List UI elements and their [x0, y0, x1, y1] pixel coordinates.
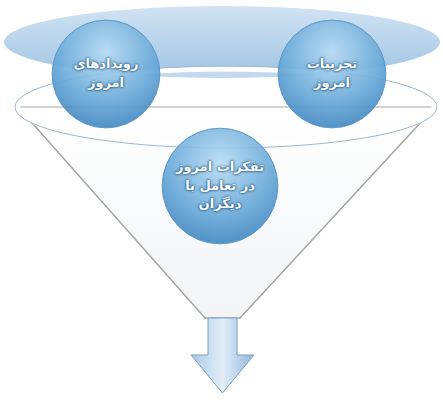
circle-node: تفکرات امروز در تعامل با دیگران	[161, 127, 279, 245]
node-text-group: تجربیات امروز	[287, 55, 377, 93]
node-label: رویدادهای امروز	[61, 55, 151, 93]
funnel-body	[18, 107, 435, 318]
circle-shape	[277, 19, 387, 129]
node-label: تجربیات امروز	[287, 55, 377, 93]
node-label: تفکرات امروز در تعامل با دیگران	[175, 158, 265, 215]
circle-node: تجربیات امروز	[277, 19, 387, 129]
circle-shape	[51, 19, 161, 129]
node-text-group: رویدادهای امروز	[61, 55, 151, 93]
down-arrow	[191, 318, 254, 393]
node-text-group: تفکرات امروز در تعامل با دیگران	[175, 158, 265, 215]
circle-node: رویدادهای امروز	[51, 19, 161, 129]
